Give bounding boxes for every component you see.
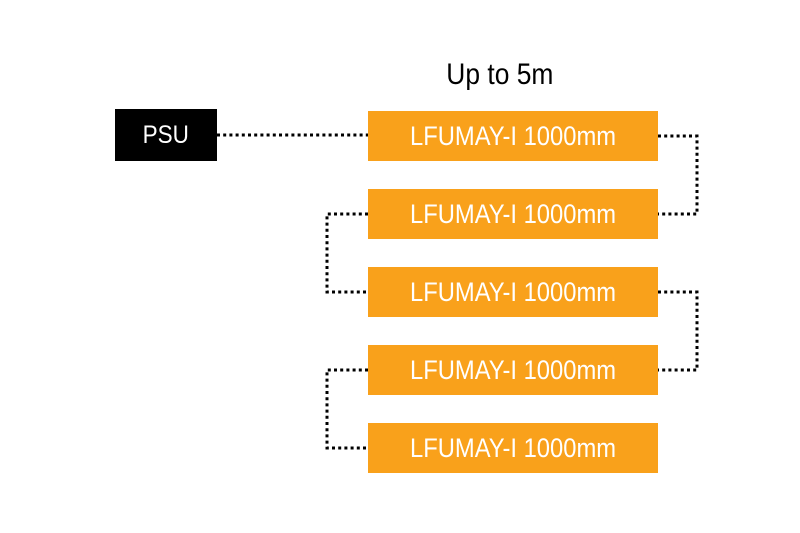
strip-1: LFUMAY-I 1000mm — [368, 111, 658, 161]
connector-strip-1-to-2 — [658, 134, 699, 216]
strip-4: LFUMAY-I 1000mm — [368, 345, 658, 395]
psu-label: PSU — [142, 120, 190, 149]
connector-strip-4-to-5 — [325, 368, 368, 450]
strip-3-label: LFUMAY-I 1000mm — [409, 276, 616, 307]
strip-5: LFUMAY-I 1000mm — [368, 423, 658, 473]
max-length-label: Up to 5m — [355, 58, 645, 92]
strip-3: LFUMAY-I 1000mm — [368, 267, 658, 317]
psu-box: PSU — [115, 109, 217, 161]
strip-2: LFUMAY-I 1000mm — [368, 189, 658, 239]
max-length-label-text: Up to 5m — [446, 58, 554, 91]
connector-strip-3-to-4 — [658, 290, 699, 372]
strip-4-label: LFUMAY-I 1000mm — [409, 354, 616, 385]
connector-strip-2-to-3 — [325, 212, 368, 294]
strip-2-label: LFUMAY-I 1000mm — [409, 198, 616, 229]
strip-5-label: LFUMAY-I 1000mm — [409, 432, 616, 463]
strip-1-label: LFUMAY-I 1000mm — [409, 120, 616, 151]
